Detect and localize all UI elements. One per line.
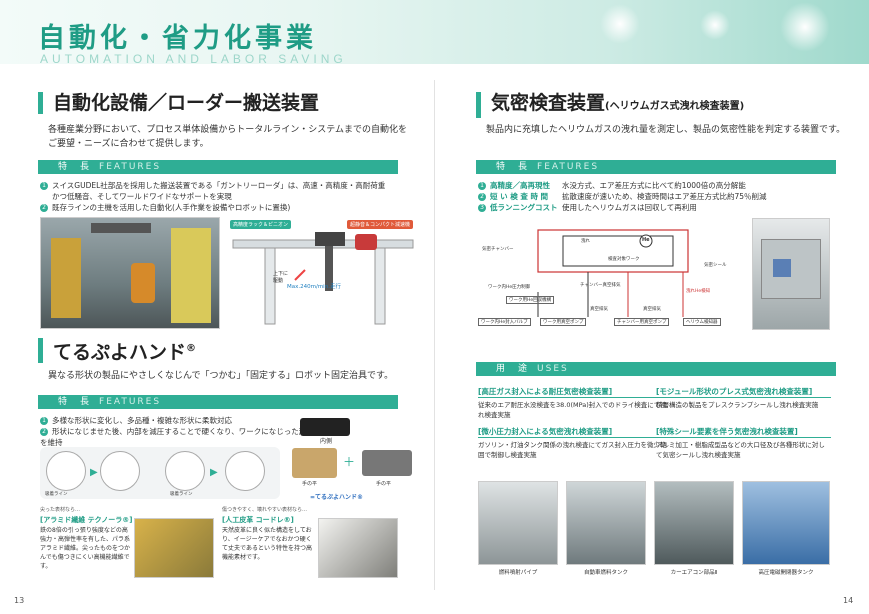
leak-test-diagram: 気密チャンバー 洩れ He 検査対象ワーク 気密シール ワーク内He圧力制御 チ… xyxy=(478,222,743,332)
tag-reducer: 超静音＆コンパクト減速機 xyxy=(347,220,414,229)
usage-title-1: [高圧ガス封入による耐圧気密検査装置] xyxy=(478,386,668,398)
section-desc-line1: 各種産業分野において、プロセス単体設備からトータルライン・システムまでの自動化を xyxy=(48,125,408,135)
section-title-leaktest: 気密検査装置(ヘリウムガス式洩れ検査装置) xyxy=(476,92,744,118)
center-divider xyxy=(434,80,435,590)
usage-desc-2: 積層構造の製品をプレスクランプシールし洩れ検査実施 xyxy=(656,401,819,409)
arrow-icon: ▶ xyxy=(210,467,218,478)
feature-item-cont: かつ低騒音、そしてワールドワイドなサポートを実現 xyxy=(52,192,232,201)
use-photo-4 xyxy=(742,481,830,565)
leak-test-machine-photo xyxy=(752,218,830,330)
use-photo-3 xyxy=(654,481,734,565)
page-number-left: 13 xyxy=(14,596,25,605)
page-number-right: 14 xyxy=(843,596,854,605)
section-title-automation: 自動化設備／ローダー搬送装置 xyxy=(38,92,319,114)
features-bar: 特 長 FEATURES xyxy=(38,160,398,174)
usage-title-2: [モジュール形状のプレス式気密洩れ検査装置] xyxy=(656,386,831,398)
section-title-teruhand: てるぷよハンド® xyxy=(38,338,196,364)
section-desc-teruhand: 異なる形状の製品にやさしくなじんで「つかむ」「固定する」ロボット固定治具です。 xyxy=(48,371,394,381)
header-banner xyxy=(0,0,869,64)
product-image-palm2 xyxy=(362,450,412,476)
leather-title: [人工皮革 コードレ®] xyxy=(222,516,294,524)
sparkle-decoration xyxy=(780,2,830,52)
use-photo-2 xyxy=(566,481,646,565)
factory-photo xyxy=(40,217,220,329)
usage-title-3: [微小圧力封入による気密洩れ検査装置] xyxy=(478,426,668,438)
sparkle-decoration xyxy=(700,10,730,40)
use-caption-2: 自動車燃料タンク xyxy=(583,570,628,576)
section-desc-line2: ご要望・ニーズに合わせて提供します。 xyxy=(48,139,209,149)
usage-desc-3: ガソリン・灯油タンク関係の洩れ検査にてガス封入圧力を微少範囲で制御し検査実施 xyxy=(478,441,667,459)
updown-label: 上下に駆動 xyxy=(273,271,289,284)
use-photo-1 xyxy=(478,481,558,565)
aramid-title: [アラミド繊維 テクノーラ®] xyxy=(40,516,133,524)
use-caption-1: 燃料噴射パイプ xyxy=(498,570,538,576)
use-caption-3: カーエアコン部品Ⅱ xyxy=(670,570,718,576)
aramid-desc: 鉄の8倍の引っ張り強度などの高強力・高弾性率を有した、パラ系アラミド繊維。尖った… xyxy=(40,527,131,570)
usage-title-4: [特殊シール要素を伴う気密洩れ検査装置] xyxy=(656,426,831,438)
features-label: 特 長 xyxy=(58,162,92,172)
tag-rack-pinion: 高精度ラック＆ピニオン xyxy=(230,220,292,229)
aramid-photo xyxy=(134,518,214,578)
sparkle-decoration xyxy=(600,4,640,44)
section-desc-leaktest: 製品内に充填したヘリウムガスの洩れ量を測定し、製品の気密性能を判定する装置です。 xyxy=(486,125,846,135)
gantry-diagram: 高精度ラック＆ピニオン 超静音＆コンパクト減速機 上下に駆動 Max.240m/… xyxy=(225,210,425,330)
leather-desc: 天然皮革に良く似た構造をしており、イージーケアでなおかつ硬くて丈夫であるという特… xyxy=(222,527,312,561)
usage-desc-1: 従来のエア耐圧水没検査を38.0(MPa)封入でのドライ検査にて洩れ検査実施 xyxy=(478,401,667,419)
product-image-inside xyxy=(300,418,350,436)
speed-label: Max.240m/min.走行 xyxy=(287,284,341,290)
gripper-diagram-strip: ▶ ▶ 吸着ライン 吸着ライン xyxy=(40,447,280,499)
page-subtitle-en: AUTOMATION AND LABOR SAVING xyxy=(40,52,347,66)
plus-icon: ＋ xyxy=(343,455,356,469)
gantry-illustration xyxy=(232,232,414,325)
product-image-palm xyxy=(292,448,337,478)
reducer-image xyxy=(355,234,377,250)
arrow-icon: ▶ xyxy=(90,467,98,478)
leak-test-schematic xyxy=(537,229,689,317)
use-caption-4: 高圧電磁開閉器タンク xyxy=(758,570,814,576)
usage-desc-4: アルミ加工・樹脂成型品などの大口径及び各種形状に対して気密シールし洩れ検査実施 xyxy=(656,441,825,459)
leather-photo xyxy=(318,518,398,578)
features-label-en: FEATURES xyxy=(99,162,162,172)
page-title: 自動化・省力化事業 xyxy=(38,23,317,54)
teruhand-product: 内側 ＋ 手の平 手の平 =てるぷよハンド® xyxy=(290,418,425,508)
